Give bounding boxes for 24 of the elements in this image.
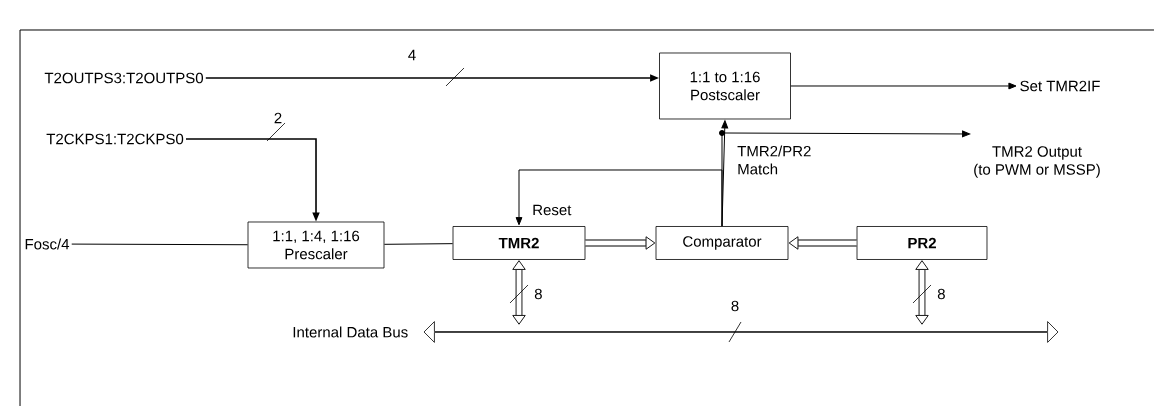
signal-label: T2OUTPS3:T2OUTPS0 [44, 72, 204, 84]
arrow [512, 260, 526, 325]
postscaler-box: 1:1 to 1:16 Postscaler [659, 52, 791, 120]
bus-width-label: 8 [731, 300, 739, 312]
register-box: PR2 [856, 226, 988, 260]
arrow [788, 236, 857, 250]
arrow [585, 236, 656, 250]
edge-label: Reset [531, 203, 573, 217]
signal-label: Fosc/4 [25, 238, 70, 250]
edge-label: TMR2/PR2 Match [736, 144, 819, 176]
register-box: TMR2 [452, 226, 586, 260]
arrow [790, 82, 1017, 90]
edge-label: 4 [406, 48, 418, 62]
edge-label: 8 [936, 287, 947, 301]
output-label: Set TMR2IF [1020, 80, 1100, 92]
arrow [915, 260, 929, 325]
edge-label: 2 [272, 111, 284, 125]
edge-label: 8 [533, 287, 544, 301]
node-label: Internal Data Bus [293, 326, 408, 338]
prescaler-box: 1:1, 1:4, 1:16 Prescaler [247, 221, 385, 269]
comparator-box: Comparator [655, 226, 789, 260]
output-label: TMR2 Output (to PWM or MSSP) [974, 146, 1100, 178]
signal-label: T2CKPS1:T2CKPS0 [46, 133, 184, 145]
arrow [515, 169, 723, 227]
